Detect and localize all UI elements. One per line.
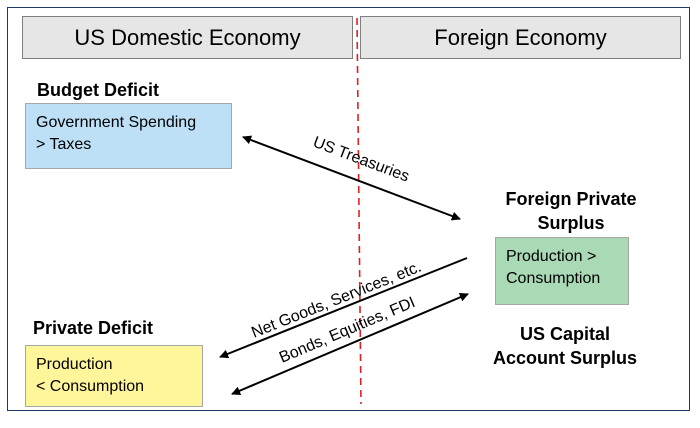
budget-deficit-line1: Government Spending: [36, 114, 197, 131]
private-deficit-box: Production < Consumption: [25, 345, 203, 407]
private-deficit-title: Private Deficit: [33, 318, 154, 338]
capital-account-line1: US Capital: [519, 324, 611, 344]
private-deficit-line1: Production: [36, 356, 113, 373]
foreign-private-surplus-title-line2: Surplus: [537, 213, 605, 233]
foreign-private-surplus-title-line1: Foreign Private: [505, 189, 637, 209]
net-goods-arrow: [219, 257, 468, 359]
foreign-economy-label: Foreign Economy: [434, 24, 607, 50]
foreign-private-surplus-title: Foreign Private Surplus: [490, 187, 652, 235]
foreign-surplus-line1: Production >: [506, 248, 597, 265]
diagram-frame: [7, 7, 690, 411]
budget-deficit-title: Budget Deficit: [37, 80, 160, 100]
capital-account-line2: Account Surplus: [492, 348, 637, 368]
bonds-equities-fdi-arrow: [231, 293, 469, 395]
budget-deficit-box: Government Spending > Taxes: [25, 103, 232, 169]
us-treasuries-arrow: [242, 135, 461, 221]
foreign-economy-header: Foreign Economy: [360, 16, 681, 59]
us-domestic-economy-label: US Domestic Economy: [74, 24, 301, 50]
foreign-private-surplus-box: Production > Consumption: [495, 237, 629, 305]
us-domestic-economy-header: US Domestic Economy: [22, 16, 353, 59]
foreign-surplus-line2: Consumption: [506, 270, 601, 287]
private-deficit-line2: < Consumption: [36, 378, 145, 395]
us-treasuries-label: US Treasuries: [311, 134, 412, 186]
budget-deficit-line2: > Taxes: [36, 136, 92, 153]
us-capital-account-surplus-title: US Capital Account Surplus: [480, 322, 650, 370]
economy-divider-line: [356, 17, 362, 405]
